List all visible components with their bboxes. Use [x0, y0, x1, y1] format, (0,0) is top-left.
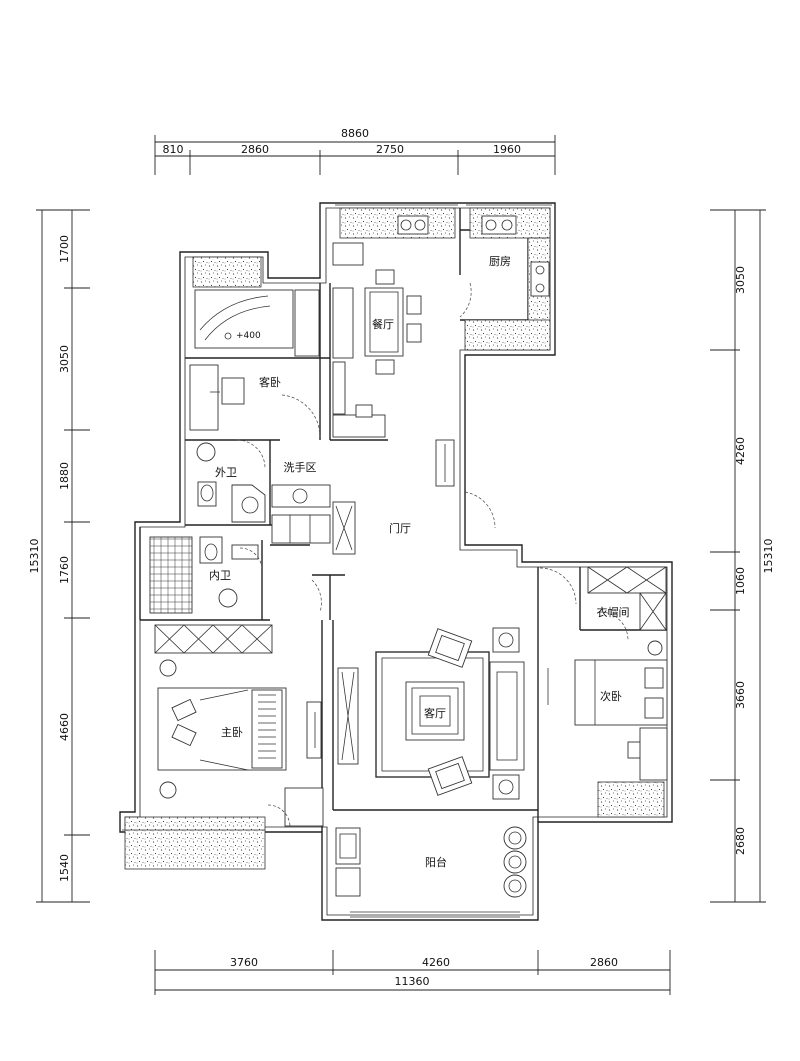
- wash-area-fixtures: [271, 484, 331, 544]
- guest-bed: [194, 289, 320, 357]
- bathtub: [149, 536, 193, 614]
- bottom-dimension-2: 4260: [422, 956, 450, 969]
- outer-bath-fixtures: [196, 442, 266, 523]
- left-dimension-5: 4660: [58, 713, 71, 741]
- right-dimension-2: 4260: [734, 437, 747, 465]
- top-dimension-2: 2860: [241, 143, 269, 156]
- living-tv-cabinet: [337, 667, 359, 765]
- left-dimension-3: 1880: [58, 462, 71, 490]
- cloakroom-wardrobe: [587, 566, 667, 631]
- balcony-laundry: [335, 827, 361, 897]
- room-label-inner-bath: 内卫: [209, 568, 231, 582]
- left-dimension-2: 3050: [58, 345, 71, 373]
- left-dimension-4: 1760: [58, 556, 71, 584]
- left-total-dimension: 15310: [28, 539, 41, 574]
- left-dimension-1: 1700: [58, 235, 71, 263]
- second-bed: [547, 640, 668, 781]
- bed-elevation-label: +400: [236, 331, 261, 341]
- left-dimension-chain: [36, 209, 90, 903]
- kitchen-sinks: [397, 215, 550, 297]
- right-dimension-chain: [710, 209, 766, 903]
- room-label-wash-area: 洗手区: [284, 460, 317, 474]
- bottom-total-dimension: 11360: [395, 975, 430, 988]
- balcony-plants: [503, 826, 527, 898]
- room-label-kitchen: 厨房: [489, 255, 511, 268]
- dining-table: [332, 242, 422, 438]
- door-swings: [236, 282, 629, 828]
- top-dimension-4: 1960: [493, 143, 521, 156]
- left-dimension-6: 1540: [58, 854, 71, 882]
- room-label-living-room: 客厅: [424, 706, 446, 720]
- guest-desk: [189, 364, 245, 431]
- bottom-dimension-3: 2860: [590, 956, 618, 969]
- right-dimension-3: 1060: [734, 567, 747, 595]
- right-dimension-5: 2680: [734, 827, 747, 855]
- right-dimension-4: 3660: [734, 681, 747, 709]
- room-label-second-bedroom: 次卧: [600, 689, 622, 703]
- living-armchairs: [427, 628, 473, 796]
- living-sofa: [489, 627, 525, 800]
- top-dimension-3: 2750: [376, 143, 404, 156]
- room-label-outer-bath: 外卫: [215, 466, 237, 479]
- room-label-master-bedroom: 主卧: [221, 726, 243, 739]
- top-dimension-chain: [154, 135, 556, 175]
- room-label-guest-bedroom: 客卧: [259, 375, 281, 389]
- master-bed: [157, 659, 287, 799]
- bottom-dimension-1: 3760: [230, 956, 258, 969]
- master-wardrobe: [154, 624, 273, 654]
- master-tv-unit: [284, 701, 324, 827]
- right-total-dimension: 15310: [762, 539, 775, 574]
- top-total-dimension: 8860: [341, 127, 369, 140]
- room-label-foyer: 门厅: [389, 521, 411, 535]
- inner-bath-fixtures: [199, 536, 259, 608]
- right-dimension-1: 3050: [734, 266, 747, 294]
- top-dimension-1: 810: [163, 143, 184, 156]
- foyer-cabinet: [332, 439, 455, 555]
- room-label-balcony: 阳台: [425, 855, 447, 869]
- bottom-dimension-chain: [154, 950, 671, 995]
- room-label-cloakroom: 衣帽间: [597, 605, 630, 619]
- room-label-dining: 餐厅: [372, 317, 394, 331]
